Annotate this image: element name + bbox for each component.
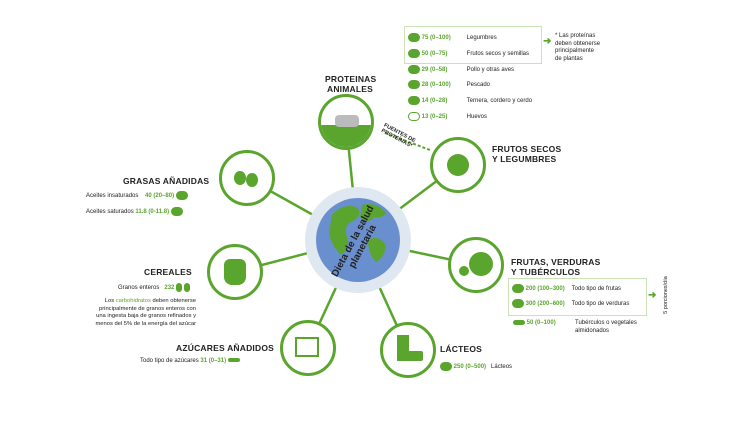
- coconut-icon: [170, 207, 183, 216]
- protein-item: 75 (0–100)Legumbres: [408, 31, 532, 47]
- olive-icon: [234, 171, 246, 185]
- porciones-note: 5 porciones/día: [663, 276, 669, 314]
- cherry-icon: [459, 266, 469, 276]
- grasas-node: [219, 150, 275, 206]
- protein-item: 50 (0–75)Frutos secos y semillas: [408, 47, 532, 63]
- frutas-node: [448, 237, 504, 293]
- cereales-title: CEREALES: [144, 267, 192, 277]
- azucares-item: Todo tipo de azúcares 31 (0–31): [140, 358, 240, 364]
- protein-item: 29 (0–58)Pollo y otras aves: [408, 63, 532, 79]
- lacteos-item: 250 (0–500) Lácteos: [440, 362, 512, 371]
- frutas-item: 300 (200–600)Todo tipo de verduras: [512, 299, 629, 308]
- protein-item: 13 (0–25)Huevos: [408, 110, 532, 126]
- protein-list: 75 (0–100)Legumbres 50 (0–75)Frutos seco…: [408, 31, 532, 126]
- cereales-note: Los carbohidratos deben obtenerse princi…: [95, 298, 196, 327]
- grasas-item: Aceites insaturados 40 (20–80): [86, 191, 188, 200]
- sugar-cubes-icon: [295, 337, 319, 357]
- title-line: ANIMALES: [327, 84, 373, 94]
- olive-small-icon: [175, 191, 188, 200]
- lacteos-node: [380, 322, 436, 378]
- lacteos-title: LÁCTEOS: [440, 344, 483, 354]
- arrow-icon: ➜: [543, 36, 552, 47]
- title-line: PROTEINAS: [325, 74, 377, 84]
- corn-icon: [183, 283, 190, 292]
- milk-icon: [397, 335, 409, 361]
- fruit-veg-box: [508, 278, 647, 316]
- azucares-node: [280, 320, 336, 376]
- frutas-item: 50 (0–100): [513, 320, 573, 326]
- spoon-icon: [227, 358, 240, 363]
- grasas-title: GRASAS AÑADIDAS: [123, 176, 210, 186]
- frutos-secos-node: [430, 137, 486, 193]
- grasas-item: Aceites saturados 11.8 (0-11.8): [86, 207, 183, 216]
- arrow-icon: ➜: [648, 290, 657, 301]
- wheat-icon: [176, 283, 183, 292]
- cheese-icon: [407, 351, 423, 361]
- cheese-small-icon: [440, 362, 452, 371]
- azucares-title: AZÚCARES AÑADIDOS: [176, 343, 275, 353]
- cow-icon: [335, 115, 359, 127]
- grain-sack-icon: [224, 259, 246, 285]
- proteinas-node: [318, 94, 374, 150]
- cereales-item: Granos enteros 232: [118, 283, 190, 292]
- nut-icon: [447, 154, 469, 176]
- protein-item: 28 (0–100)Pescado: [408, 78, 532, 94]
- frutas-item: 200 (100–300)Todo tipo de frutas: [512, 284, 621, 293]
- cereales-node: [207, 244, 263, 300]
- protein-item: 14 (0–28)Ternera, cordero y cerdo: [408, 94, 532, 110]
- apple-icon: [469, 252, 493, 276]
- plant-protein-box: [404, 26, 542, 64]
